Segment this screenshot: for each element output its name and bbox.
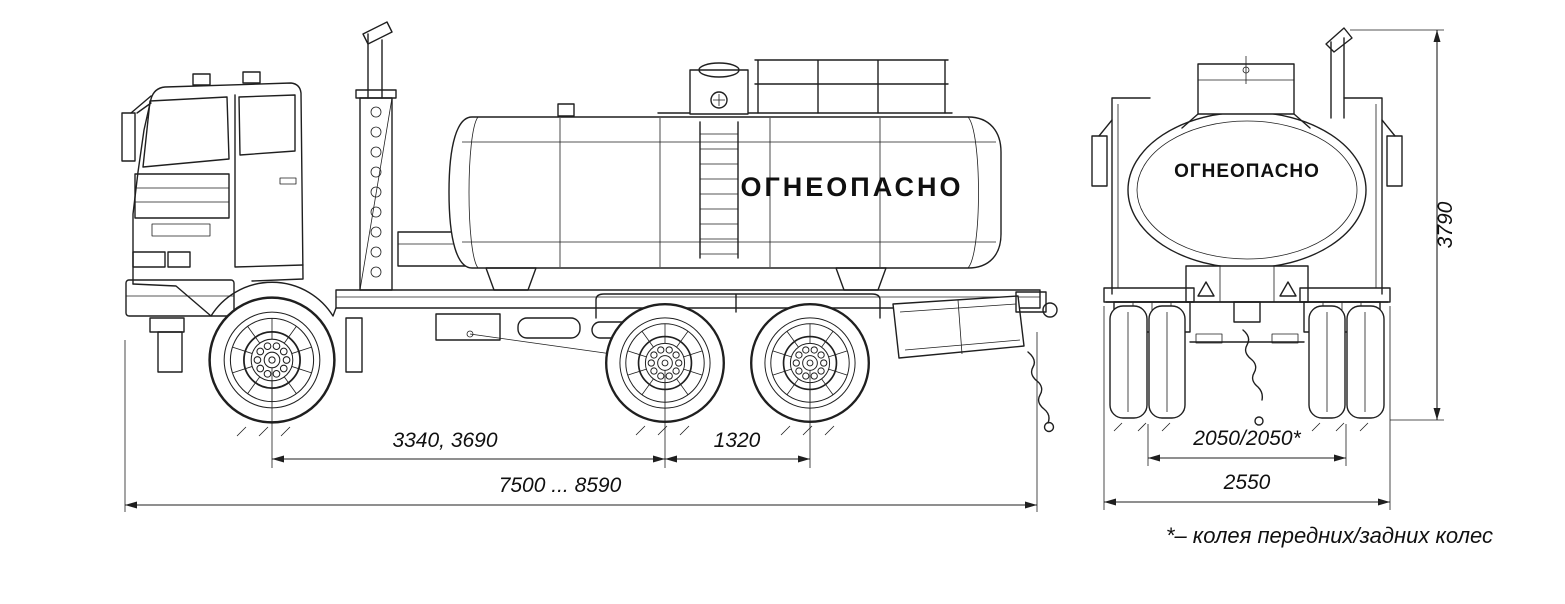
tow-hook — [1042, 302, 1058, 318]
rear-view: ОГНЕОПАСНО — [1091, 27, 1457, 510]
tank-saddle — [485, 267, 537, 291]
dim-length-value: 7500 ... 8590 — [499, 474, 622, 497]
side-window — [238, 94, 296, 156]
brand-plate — [151, 223, 211, 237]
side-view: ОГНЕОПАСНО 3340, 3690 1320 7500 ... 8 — [121, 21, 1058, 512]
dim-bogie-value: 1320 — [714, 429, 761, 452]
left-mirror — [1091, 135, 1108, 187]
truck-cab — [121, 71, 337, 373]
exhaust-stack — [362, 21, 393, 99]
dim-wheelbase-value: 3340, 3690 — [392, 429, 497, 452]
cab-rear-outline — [1111, 97, 1383, 295]
rear-dimensions: 2050/2050* 2550 3790 — [1103, 29, 1457, 510]
grille — [134, 173, 230, 219]
mirror-arm — [130, 95, 152, 114]
rear-coupling — [1233, 301, 1261, 323]
exhaust-stack-rear — [1325, 27, 1353, 119]
tank-body — [448, 116, 1002, 269]
flammable-label-side: ОГНЕОПАСНО — [740, 172, 963, 202]
behind-cab-rack — [355, 89, 397, 291]
breather-valve — [557, 103, 575, 117]
mirror-arms-rear — [1098, 119, 1396, 137]
side-dimensions: 3340, 3690 1320 7500 ... 8590 — [124, 332, 1038, 512]
front-step — [149, 317, 185, 333]
top-hatch-housing — [1181, 56, 1311, 129]
turn-signal — [167, 251, 191, 268]
grounding-chain-rear — [1242, 329, 1264, 401]
front-mudflap — [157, 331, 183, 373]
windshield — [142, 96, 230, 168]
tank-saddle — [835, 267, 887, 291]
door-handle — [279, 177, 297, 185]
tank-ladder — [699, 121, 739, 259]
front-bumper — [125, 279, 235, 317]
dim-width-value: 2550 — [1223, 471, 1271, 494]
mirror — [121, 112, 136, 162]
right-fender — [1299, 287, 1391, 303]
right-mirror — [1386, 135, 1403, 187]
handrail — [754, 59, 949, 114]
track-footnote: *– колея передних/задних колес — [1166, 523, 1493, 548]
ground-ticks-rear — [1113, 422, 1369, 432]
roof-beacon — [242, 71, 261, 84]
headlight — [132, 251, 166, 268]
ground-ticks — [236, 425, 835, 437]
warning-triangles — [1197, 281, 1297, 297]
left-fender — [1103, 287, 1195, 303]
roof-beacon — [192, 73, 211, 86]
tow-bracket — [1015, 291, 1047, 313]
cab-door — [234, 94, 304, 268]
rear-view-wheels — [1109, 305, 1385, 419]
dim-height-value: 3790 — [1434, 201, 1457, 248]
manhole-hatch — [689, 62, 749, 115]
exhaust-cap — [362, 21, 393, 45]
dim-track-value: 2050/2050* — [1192, 427, 1301, 450]
rear-mudguard — [595, 293, 881, 319]
rear-equipment — [892, 291, 1058, 433]
tank-rear: ОГНЕОПАСНО — [1127, 111, 1367, 269]
grounding-chain — [1027, 351, 1050, 424]
underframe-equipment — [345, 313, 639, 373]
flammable-label-rear: ОГНЕОПАСНО — [1174, 161, 1320, 182]
tank-shell — [1127, 111, 1367, 269]
tank-side: ОГНЕОПАСНО — [448, 59, 1002, 291]
